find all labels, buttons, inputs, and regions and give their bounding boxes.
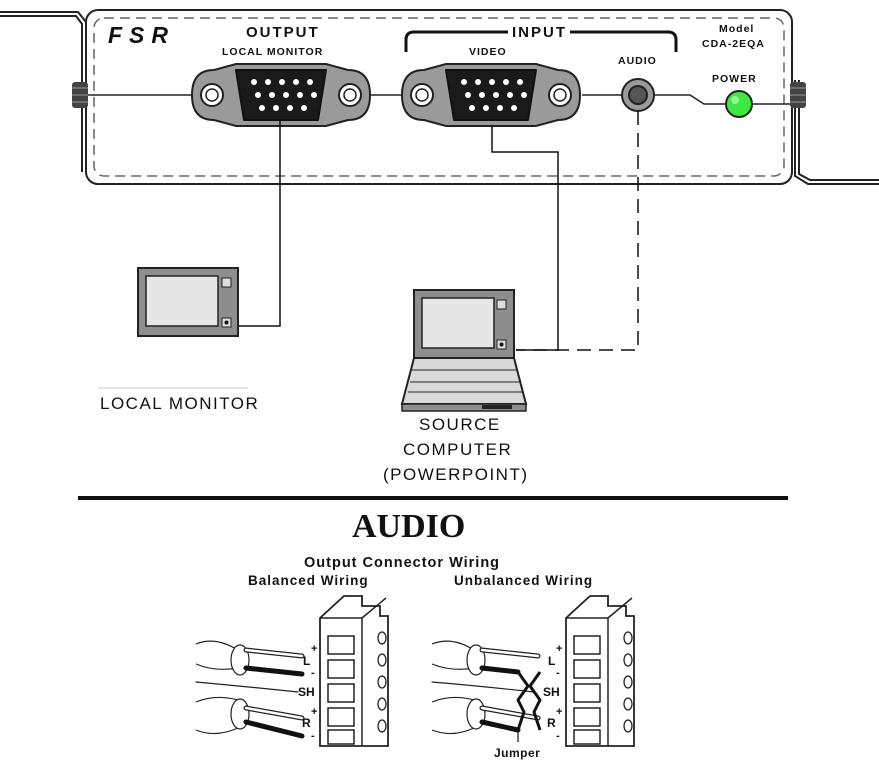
audio-section-subtitle: Output Connector Wiring <box>304 555 501 571</box>
cable-output-to-monitor <box>236 120 281 327</box>
input-bracket <box>404 30 678 52</box>
power-led <box>725 90 753 118</box>
audio-section-title: AUDIO <box>352 508 466 545</box>
monitor-icon <box>137 267 239 337</box>
cables <box>236 111 639 351</box>
source-computer-caption-line3: (POWERPOINT) <box>383 465 529 484</box>
cable-audio-to-computer <box>516 111 639 351</box>
output-heading: OUTPUT <box>246 24 320 41</box>
unbalanced-cable-right <box>431 696 486 735</box>
balanced-pin-r-minus: - <box>311 730 315 742</box>
balanced-terminal-block <box>319 595 389 747</box>
video-port-label: VIDEO <box>469 46 507 58</box>
unbalanced-pin-l-minus: - <box>556 667 560 679</box>
mounting-knob-left <box>72 82 88 108</box>
local-monitor-port-label: LOCAL MONITOR <box>222 46 324 58</box>
unbalanced-pin-l-plus: + <box>556 643 563 655</box>
unbalanced-cable-left <box>431 640 486 676</box>
unbalanced-terminal-block <box>565 595 635 747</box>
balanced-pin-r-plus: + <box>311 706 318 718</box>
audio-jack <box>621 78 655 112</box>
balanced-cable-left <box>195 640 250 676</box>
mounting-knob-right <box>790 82 806 108</box>
balanced-cable-right <box>195 696 250 735</box>
balanced-wiring-title: Balanced Wiring <box>248 573 369 588</box>
unbalanced-pin-sh: SH <box>543 685 560 699</box>
balanced-pin-l-plus: + <box>311 643 318 655</box>
rack-rail-right <box>794 80 879 185</box>
power-label: POWER <box>712 73 757 85</box>
local-monitor-caption: LOCAL MONITOR <box>100 394 260 413</box>
input-vga-connector <box>400 63 582 127</box>
brand-logo: FSR <box>108 22 175 48</box>
balanced-pin-r: R <box>302 716 311 730</box>
jumper-label: Jumper <box>494 746 541 760</box>
unbalanced-pin-r: R <box>547 716 556 730</box>
jumper-wires <box>516 671 542 742</box>
balanced-pin-l: L <box>303 654 311 668</box>
balanced-wires <box>195 647 305 739</box>
device-inner-dashed-border <box>93 17 785 177</box>
unbalanced-pin-r-minus: - <box>556 730 560 742</box>
unbalanced-wiring-title: Unbalanced Wiring <box>454 573 594 588</box>
unbalanced-wires <box>431 647 541 733</box>
balanced-pin-sh: SH <box>298 685 315 699</box>
balanced-pin-l-minus: - <box>311 667 315 679</box>
output-vga-connector <box>190 63 372 127</box>
source-computer-caption-line1: SOURCE <box>419 415 501 434</box>
source-computer-caption-line2: COMPUTER <box>403 440 513 459</box>
input-heading: INPUT <box>512 24 567 41</box>
model-number: CDA-2EQA <box>702 38 765 50</box>
unbalanced-pin-r-plus: + <box>556 706 563 718</box>
unbalanced-pin-l: L <box>548 654 556 668</box>
laptop-icon <box>400 289 528 412</box>
model-label: Model <box>719 23 755 35</box>
audio-port-label: AUDIO <box>618 55 657 67</box>
chassis-center-line <box>88 94 790 105</box>
